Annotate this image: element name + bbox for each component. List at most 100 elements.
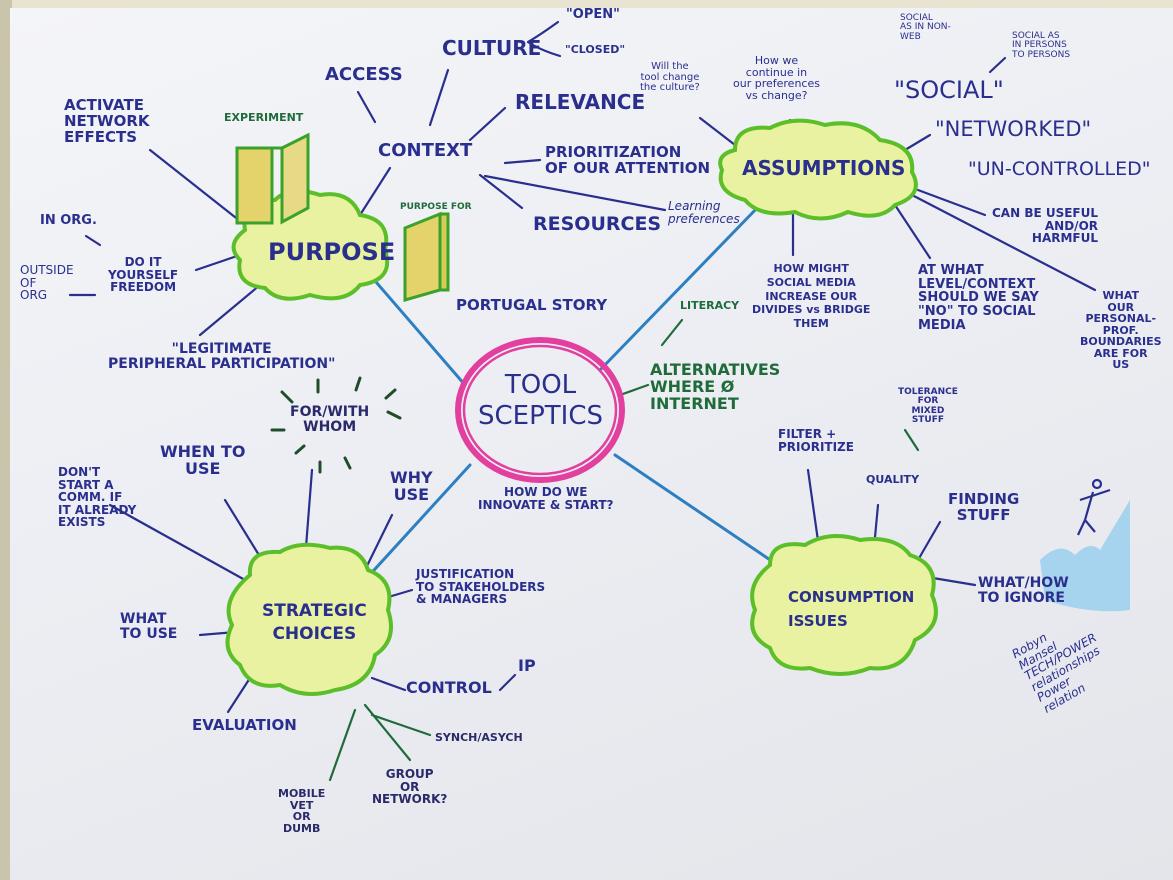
label-resources: RESOURCES — [533, 213, 662, 235]
link-context-relevance — [468, 106, 507, 142]
label-at-what-level: AT WHAT LEVEL/CONTEXT SHOULD WE SAY "NO"… — [918, 263, 1039, 333]
label-will-tool-change: Will the tool change the culture? — [640, 61, 700, 93]
node-tool-sceptics: TOOL SCEPTICS — [478, 370, 603, 432]
label-portugal-story: PORTUGAL STORY — [456, 296, 608, 314]
link-strategic-control — [370, 676, 407, 692]
label-can-be-useful: CAN BE USEFUL AND/OR HARMFUL — [992, 206, 1099, 246]
node-assumptions: ASSUMPTIONS — [742, 156, 906, 180]
link-purpose-activate — [148, 148, 247, 227]
label-social-non-web: SOCIAL AS IN NON- WEB — [900, 13, 951, 42]
cloud-assumptions — [718, 118, 918, 221]
label-what-to-use: WHAT TO USE — [120, 611, 178, 642]
label-alternatives: ALTERNATIVES WHERE Ø INTERNET — [650, 360, 781, 413]
label-why-use: WHY USE — [390, 468, 433, 504]
label-social: "SOCIAL" — [894, 76, 1004, 104]
node-consumption-issues: CONSUMPTION ISSUES — [788, 588, 915, 630]
link-purpose-context — [358, 166, 392, 217]
label-tolerance: TOLERANCE FOR MIXED STUFF — [898, 387, 958, 426]
link-context-access — [356, 90, 377, 124]
link-tolerance — [903, 428, 920, 452]
background-strip — [0, 0, 12, 880]
label-un-controlled: "UN-CONTROLLED" — [968, 158, 1151, 180]
label-outside-org: OUTSIDE OF ORG — [20, 263, 74, 303]
link-assumptions-will — [698, 116, 737, 147]
link-strategic-when — [223, 498, 264, 562]
label-experiment: EXPERIMENT — [224, 111, 304, 124]
link-inorg — [84, 234, 102, 247]
link-assumptions-atwhat — [893, 203, 932, 260]
label-purpose-for: PURPOSE FOR — [400, 202, 472, 212]
link-center-purpose — [368, 273, 467, 387]
label-context: CONTEXT — [378, 140, 473, 161]
door-icon — [235, 132, 310, 225]
label-how-might: HOW MIGHT SOCIAL MEDIA INCREASE OUR DIVI… — [752, 262, 871, 330]
link-strategic-mobile — [328, 708, 357, 782]
label-dont-start: DON'T START A COMM. IF IT ALREADY EXISTS — [58, 465, 137, 530]
link-center-consumption — [613, 453, 787, 572]
label-evaluation: EVALUATION — [192, 716, 297, 734]
label-finding-stuff: FINDING STUFF — [948, 490, 1020, 524]
link-context-learning — [483, 174, 667, 212]
label-what-our-personal: WHAT OUR PERSONAL- PROF. BOUNDARIES ARE … — [1080, 289, 1162, 372]
node-clouds — [225, 118, 938, 696]
link-strategic-eval — [226, 676, 252, 714]
label-for-with-whom: FOR/WITH WHOM — [290, 404, 370, 435]
link-assumptions-what — [910, 193, 1097, 292]
link-center-assumptions — [598, 203, 762, 372]
link-center-alternatives — [618, 383, 650, 397]
link-consumption-ignore — [931, 576, 977, 587]
link-assumptions-useful — [916, 188, 987, 217]
link-social-sub — [988, 56, 1007, 74]
link-purpose-legitimate — [198, 283, 262, 337]
label-ip: IP — [518, 656, 536, 675]
link-context-culture — [428, 68, 450, 127]
link-culture-open-closed — [526, 20, 562, 58]
label-networked: "NETWORKED" — [935, 117, 1092, 141]
label-when-to-use: WHEN TO USE — [160, 442, 246, 478]
label-culture: CULTURE — [442, 36, 542, 60]
label-diy: DO IT YOURSELF FREEDOM — [108, 255, 179, 295]
door-icon — [403, 211, 450, 302]
label-how-we-continue: How we continue in our preferences vs ch… — [733, 54, 820, 102]
label-legitimate: "LEGITIMATE PERIPHERAL PARTICIPATION" — [108, 341, 336, 372]
label-access: ACCESS — [325, 64, 403, 85]
cloud-consumption — [750, 534, 938, 676]
cloud-strategic — [225, 542, 393, 696]
flipchart-paper — [10, 8, 1173, 880]
link-center-strategic — [363, 463, 472, 582]
label-justification: JUSTIFICATION TO STAKEHOLDERS & MANAGERS — [416, 567, 546, 607]
node-strategic-choices: STRATEGIC CHOICES — [262, 601, 367, 644]
label-control: CONTROL — [406, 678, 492, 697]
node-purpose: PURPOSE — [268, 238, 396, 266]
label-in-org: IN ORG. — [40, 213, 97, 228]
label-closed: "CLOSED" — [565, 43, 626, 56]
label-open: "OPEN" — [566, 7, 620, 22]
label-synch: SYNCH/ASYCH — [435, 731, 523, 744]
link-context-resources — [478, 173, 524, 210]
label-what-how-ignore: WHAT/HOW TO IGNORE — [978, 575, 1069, 606]
label-learning-preferences: Learning preferences — [668, 199, 740, 226]
link-center-literacy — [660, 318, 684, 347]
link-assumptions-networked — [903, 133, 932, 152]
label-filter-prioritize: FILTER + PRIORITIZE — [778, 427, 854, 454]
link-strategic-group — [363, 703, 412, 762]
label-social-persons: SOCIAL AS IN PERSONS TO PERSONS — [1012, 31, 1071, 60]
link-control-ip — [498, 673, 517, 692]
link-strategic-dont — [108, 503, 247, 582]
label-quality: QUALITY — [866, 473, 920, 486]
figure-icon — [1040, 478, 1130, 612]
link-strategic-why — [363, 513, 394, 572]
label-how-do-we: HOW DO WE INNOVATE & START? — [478, 485, 614, 512]
central-ring — [455, 337, 625, 483]
burst-icon — [270, 376, 402, 474]
label-literacy: LITERACY — [680, 299, 740, 312]
label-activate-network: ACTIVATE NETWORK EFFECTS — [64, 96, 150, 146]
label-prioritization: PRIORITIZATION OF OUR ATTENTION — [545, 143, 711, 177]
label-group-network: GROUP OR NETWORK? — [372, 767, 448, 807]
label-relevance: RELEVANCE — [515, 90, 646, 114]
label-mobile: MOBILE VET OR DUMB — [278, 787, 326, 835]
link-context-prioritization — [503, 158, 542, 165]
link-strategic-synch — [370, 713, 432, 737]
